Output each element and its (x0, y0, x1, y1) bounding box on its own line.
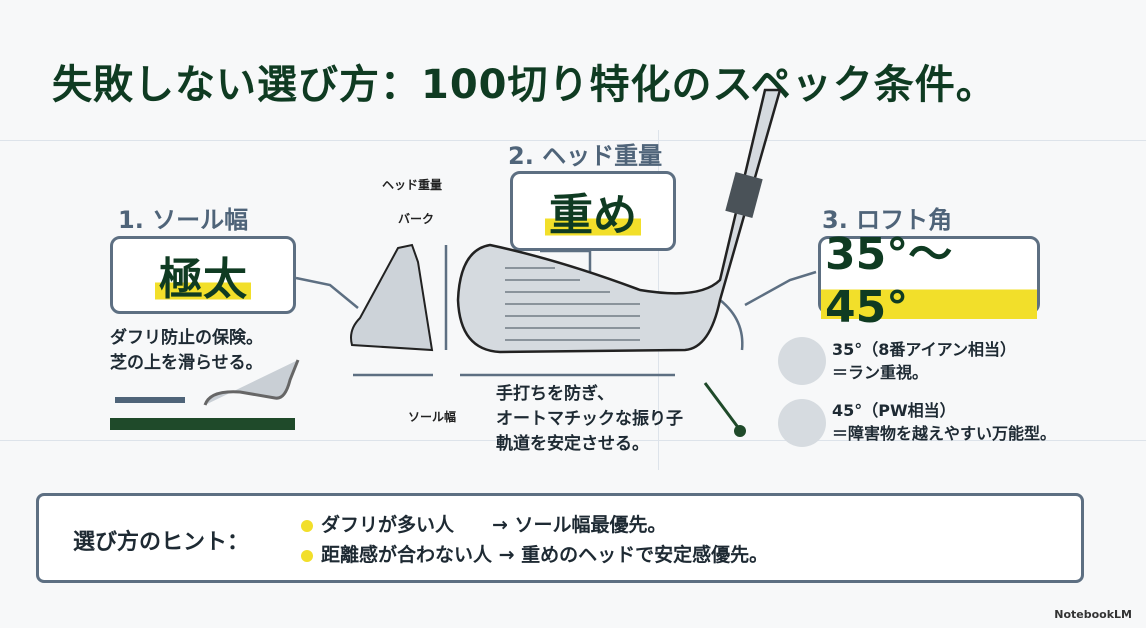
brand-logo: NotebookLM (1054, 608, 1132, 621)
sole-value-box: 極太 (110, 236, 296, 314)
loft-desc: ＝障害物を越えやすい万能型。 (832, 424, 1057, 443)
label-sole-width: ソール幅 (408, 410, 457, 424)
hint-box: 選び方のヒント： ダフリが多い人 → ソール幅最優先。 距離感が合わない人 → … (36, 493, 1084, 583)
weight-value: 重め (545, 179, 641, 243)
loft-35: 35°（8番アイアン相当） ＝ラン重視。 (832, 338, 1016, 384)
weight-note: 手打ちを防ぎ、オートマチックな振り子軌道を安定させる。 (496, 382, 683, 457)
note-line: オートマチックな振り子 (496, 409, 683, 429)
label-head-weight: ヘッド重量 (382, 178, 443, 192)
sole-note: ダフリ防止の保険。芝の上を滑らせる。 (110, 326, 263, 376)
grid-line (0, 440, 1146, 441)
hint-text: 距離感が合わない人 → 重めのヘッドで安定感優先。 (321, 544, 769, 566)
hint-list: ダフリが多い人 → ソール幅最優先。 距離感が合わない人 → 重めのヘッドで安定… (301, 510, 768, 570)
hint-text: ダフリが多い人 → ソール幅最優先。 (321, 514, 667, 536)
section-label-sole: 1. ソール幅 (118, 206, 249, 234)
page-title: 失敗しない選び方：100切り特化のスペック条件。 (52, 62, 997, 108)
note-line: ダフリ防止の保険。 (110, 328, 263, 348)
label-bark: バーク (398, 212, 435, 226)
pitching-wedge-icon (778, 399, 826, 447)
loft-value-box: 35°～ 45° (818, 217, 1040, 333)
sole-value: 極太 (155, 243, 251, 307)
iron-8-icon (778, 337, 826, 385)
note-line: 芝の上を滑らせる。 (110, 353, 263, 373)
loft-value: 35°～ 45° (821, 217, 1037, 333)
note-line: 手打ちを防ぎ、 (496, 384, 615, 404)
hint-item: ダフリが多い人 → ソール幅最優先。 (301, 510, 768, 540)
loft-title: 35°（8番アイアン相当） (832, 340, 1016, 359)
section-label-weight: 2. ヘッド重量 (508, 142, 663, 170)
loft-45: 45°（PW相当） ＝障害物を越えやすい万能型。 (832, 399, 1056, 445)
bullet-icon (301, 519, 313, 532)
hint-item: 距離感が合わない人 → 重めのヘッドで安定感優先。 (301, 540, 768, 570)
weight-value-box: 重め (510, 171, 676, 251)
grid-line (0, 140, 1146, 141)
note-line: 軌道を安定させる。 (496, 434, 649, 454)
hint-label: 選び方のヒント： (73, 530, 250, 555)
loft-title: 45°（PW相当） (832, 401, 956, 420)
bullet-icon (301, 549, 313, 562)
loft-desc: ＝ラン重視。 (832, 363, 929, 382)
